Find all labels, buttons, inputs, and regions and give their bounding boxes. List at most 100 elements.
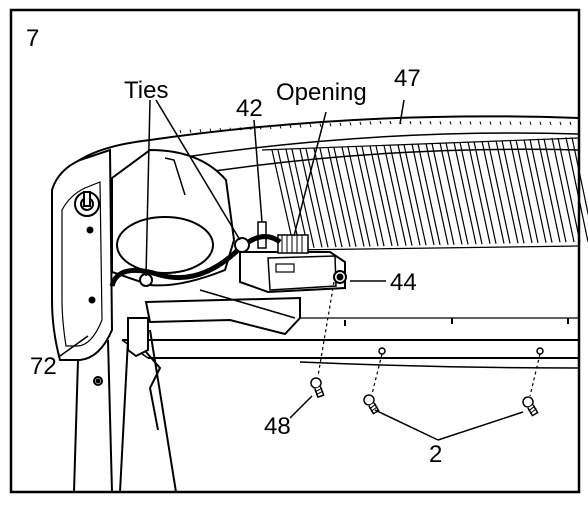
hood-tick	[389, 120, 392, 125]
grille-slat	[305, 148, 329, 248]
hood-tick	[329, 123, 332, 127]
hood-tick	[459, 121, 462, 125]
hood-tick	[259, 126, 262, 130]
label-part-72: 72	[30, 353, 57, 380]
grille-slat	[347, 146, 371, 247]
grille-slat	[565, 137, 588, 242]
hood-tick	[519, 121, 522, 125]
grille-slat	[481, 140, 505, 244]
grille-slat	[467, 141, 491, 244]
label-ties: Ties	[124, 77, 168, 104]
grille-edge	[261, 137, 580, 251]
label-part-42: 42	[236, 95, 263, 122]
grille-slat	[431, 143, 455, 245]
hood-tick	[479, 121, 482, 125]
hood-tick	[299, 124, 302, 128]
hood-tick	[229, 127, 232, 131]
grille-slat	[495, 140, 519, 244]
screw-48	[310, 377, 325, 399]
grille-slat	[319, 148, 343, 248]
grille-slat	[473, 141, 497, 244]
hood-tick	[449, 121, 452, 125]
grille-slat	[425, 143, 449, 245]
grille-slat	[277, 149, 301, 249]
hood-tick	[509, 121, 512, 125]
grille-slat	[487, 140, 511, 244]
hood-tick	[199, 128, 202, 133]
grille-slat	[369, 145, 393, 247]
hood-tick	[289, 124, 292, 129]
grille-slat	[383, 145, 407, 246]
hood-tick	[209, 128, 212, 132]
grille-slat	[327, 147, 351, 247]
grille-slat	[341, 146, 365, 247]
hood-tick	[179, 129, 182, 134]
upright-legs	[73, 317, 177, 493]
grille-slat	[523, 139, 547, 243]
vent-grille	[261, 137, 588, 251]
grille-slat	[445, 142, 469, 245]
hood-tick	[569, 121, 572, 126]
hood-tick	[269, 125, 272, 130]
hood-tick	[469, 121, 472, 125]
frame-rails	[121, 317, 580, 369]
leader-lines	[59, 99, 524, 441]
hood-tick	[369, 121, 372, 125]
label-part-48: 48	[264, 413, 291, 440]
grille-slat	[515, 139, 539, 244]
grille-slat	[299, 148, 323, 248]
hood-tick	[359, 121, 362, 126]
grille-slat	[285, 149, 309, 248]
grille-slat	[333, 147, 357, 247]
grille-slat	[397, 144, 421, 246]
motor-hood	[59, 115, 580, 179]
grille-slat	[543, 138, 567, 243]
label-part-44: 44	[390, 269, 417, 296]
grille-slat	[355, 146, 379, 247]
hood-tick	[549, 121, 552, 126]
screws	[310, 347, 544, 417]
hood-tick	[189, 129, 192, 133]
grille-slat	[459, 142, 483, 245]
hood-tick	[429, 121, 432, 125]
wire-harness	[109, 234, 282, 287]
grille-slat	[411, 143, 435, 246]
hood-tick	[419, 121, 422, 125]
hood-tick	[409, 120, 412, 125]
hood-tick	[439, 121, 442, 125]
grille-slat	[529, 139, 553, 243]
screw-2-right	[522, 396, 539, 417]
hood-tick	[319, 123, 322, 127]
grille-slat	[501, 140, 525, 244]
side-upright	[51, 148, 114, 386]
hood-tick	[239, 127, 242, 131]
label-part-47: 47	[394, 65, 421, 92]
hood-tick	[339, 122, 342, 126]
hood-tick	[219, 128, 222, 132]
grille-slat	[509, 139, 533, 244]
grille-slat	[557, 137, 581, 243]
grille-slat	[439, 142, 463, 245]
alignment-lines	[317, 281, 541, 397]
label-part-2: 2	[429, 441, 442, 468]
label-opening: Opening	[276, 79, 367, 106]
grille-slat	[453, 142, 477, 245]
grille-slat	[389, 145, 413, 246]
hood-tick	[309, 123, 312, 128]
grille-slat	[375, 145, 399, 247]
motor-housing	[111, 148, 236, 287]
grille-slat	[403, 144, 427, 246]
grille-slat	[313, 148, 337, 248]
hood-tick	[249, 126, 252, 131]
grille-slat	[361, 146, 385, 247]
motor-bracket	[144, 289, 301, 336]
grille-slat	[571, 137, 588, 217]
hood-tick	[279, 125, 282, 129]
grille-slat	[417, 143, 441, 246]
hood-tick	[489, 121, 492, 125]
hood-tick	[499, 121, 502, 125]
wire-tie-upper	[234, 237, 250, 253]
hood-tick	[349, 122, 352, 126]
